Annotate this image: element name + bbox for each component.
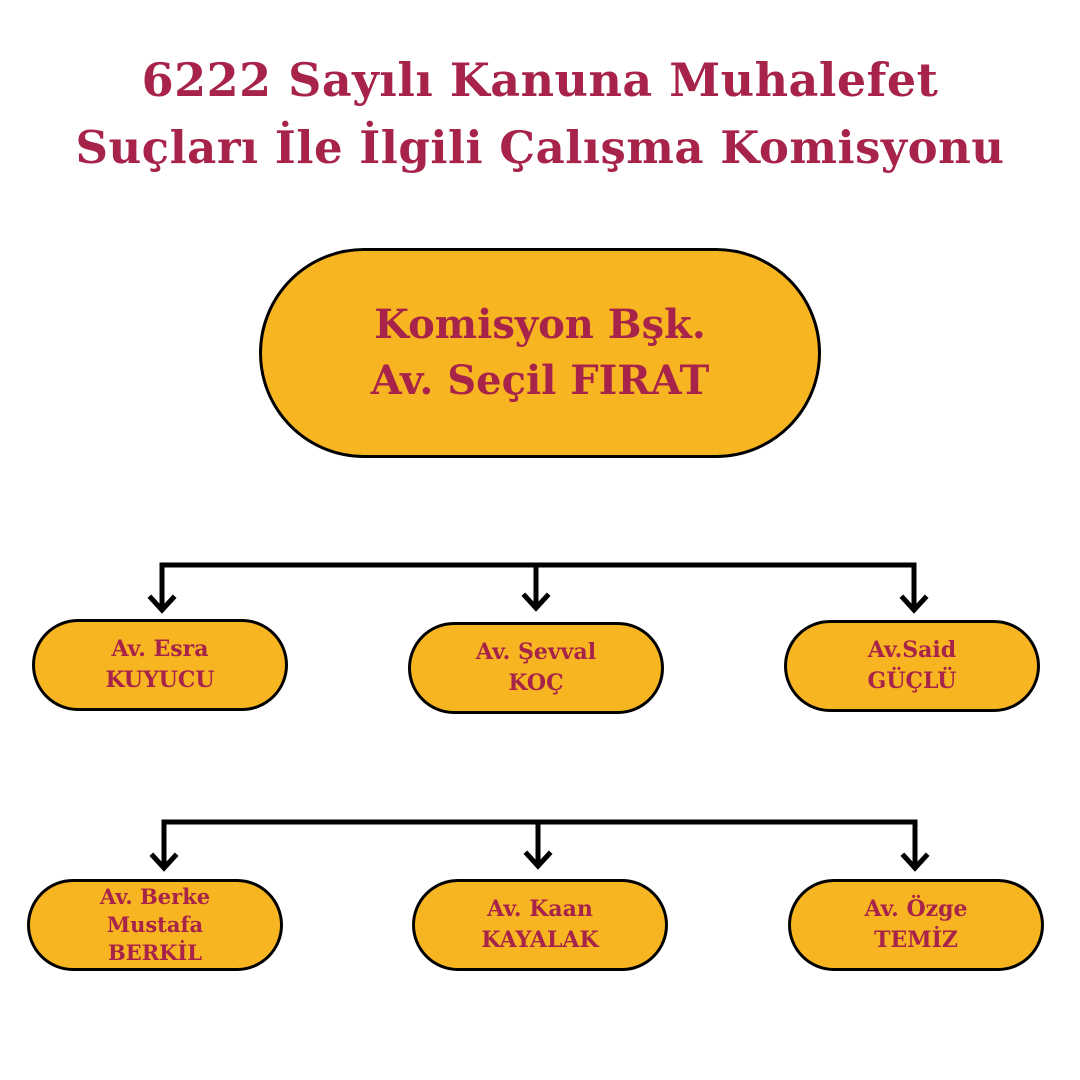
arrowhead-member-2 — [521, 592, 551, 612]
member-surname-label: KOÇ — [508, 670, 564, 696]
member-surname-label: KUYUCU — [105, 667, 215, 693]
member-middle-name-label: Mustafa — [106, 912, 204, 937]
chair-role-label: Komisyon Bşk. — [374, 301, 706, 348]
member-node-guclu: Av.Said GÜÇLÜ — [784, 620, 1040, 712]
commission-chair-node: Komisyon Bşk. Av. Seçil FIRAT — [259, 248, 821, 458]
member-title-label: Av. Şevval — [475, 639, 597, 665]
member-surname-label: KAYALAK — [481, 927, 599, 953]
member-node-koc: Av. Şevval KOÇ — [408, 622, 664, 714]
arrowhead-member-6 — [900, 852, 930, 872]
member-node-kuyucu: Av. Esra KUYUCU — [32, 619, 288, 711]
member-surname-label: GÜÇLÜ — [867, 668, 957, 694]
member-surname-label: BERKİL — [107, 940, 203, 965]
arrowhead-member-4 — [149, 852, 179, 872]
member-title-label: Av. Özge — [864, 896, 968, 922]
member-title-label: Av. Kaan — [487, 896, 593, 922]
arrowhead-member-3 — [899, 594, 929, 614]
member-node-temiz: Av. Özge TEMİZ — [788, 879, 1044, 971]
arrowhead-member-1 — [147, 594, 177, 614]
member-title-label: Av. Esra — [111, 636, 209, 662]
chair-name-label: Av. Seçil FIRAT — [370, 357, 710, 404]
arrowhead-member-5 — [523, 850, 553, 870]
member-node-kayalak: Av. Kaan KAYALAK — [412, 879, 668, 971]
member-surname-label: TEMİZ — [874, 927, 958, 953]
member-node-berkil: Av. Berke Mustafa BERKİL — [27, 879, 283, 971]
member-title-label: Av.Said — [867, 637, 957, 663]
title-line-2: Suçları İle İlgili Çalışma Komisyonu — [75, 121, 1005, 174]
member-title-label: Av. Berke — [99, 884, 211, 909]
title-line-1: 6222 Sayılı Kanuna Muhalefet — [141, 53, 939, 107]
